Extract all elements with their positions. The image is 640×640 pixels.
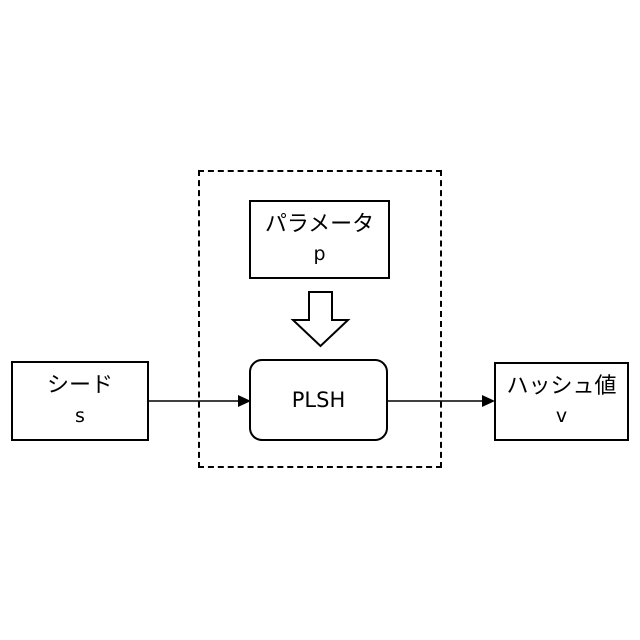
hash-value-label: ハッシュ値 — [506, 373, 616, 401]
plsh-node: PLSH — [249, 359, 388, 441]
hash-value-node: ハッシュ値 v — [494, 362, 629, 441]
parameter-node: パラメータ p — [249, 200, 390, 279]
parameter-to-plsh-hollow-arrow — [293, 292, 348, 346]
parameter-label: パラメータ — [265, 211, 374, 239]
parameter-symbol: p — [313, 242, 325, 268]
plsh-label: PLSH — [292, 387, 345, 413]
hash-value-symbol: v — [556, 404, 567, 430]
seed-node: シード s — [11, 361, 149, 441]
seed-label: シード — [47, 372, 113, 400]
seed-symbol: s — [75, 404, 85, 430]
